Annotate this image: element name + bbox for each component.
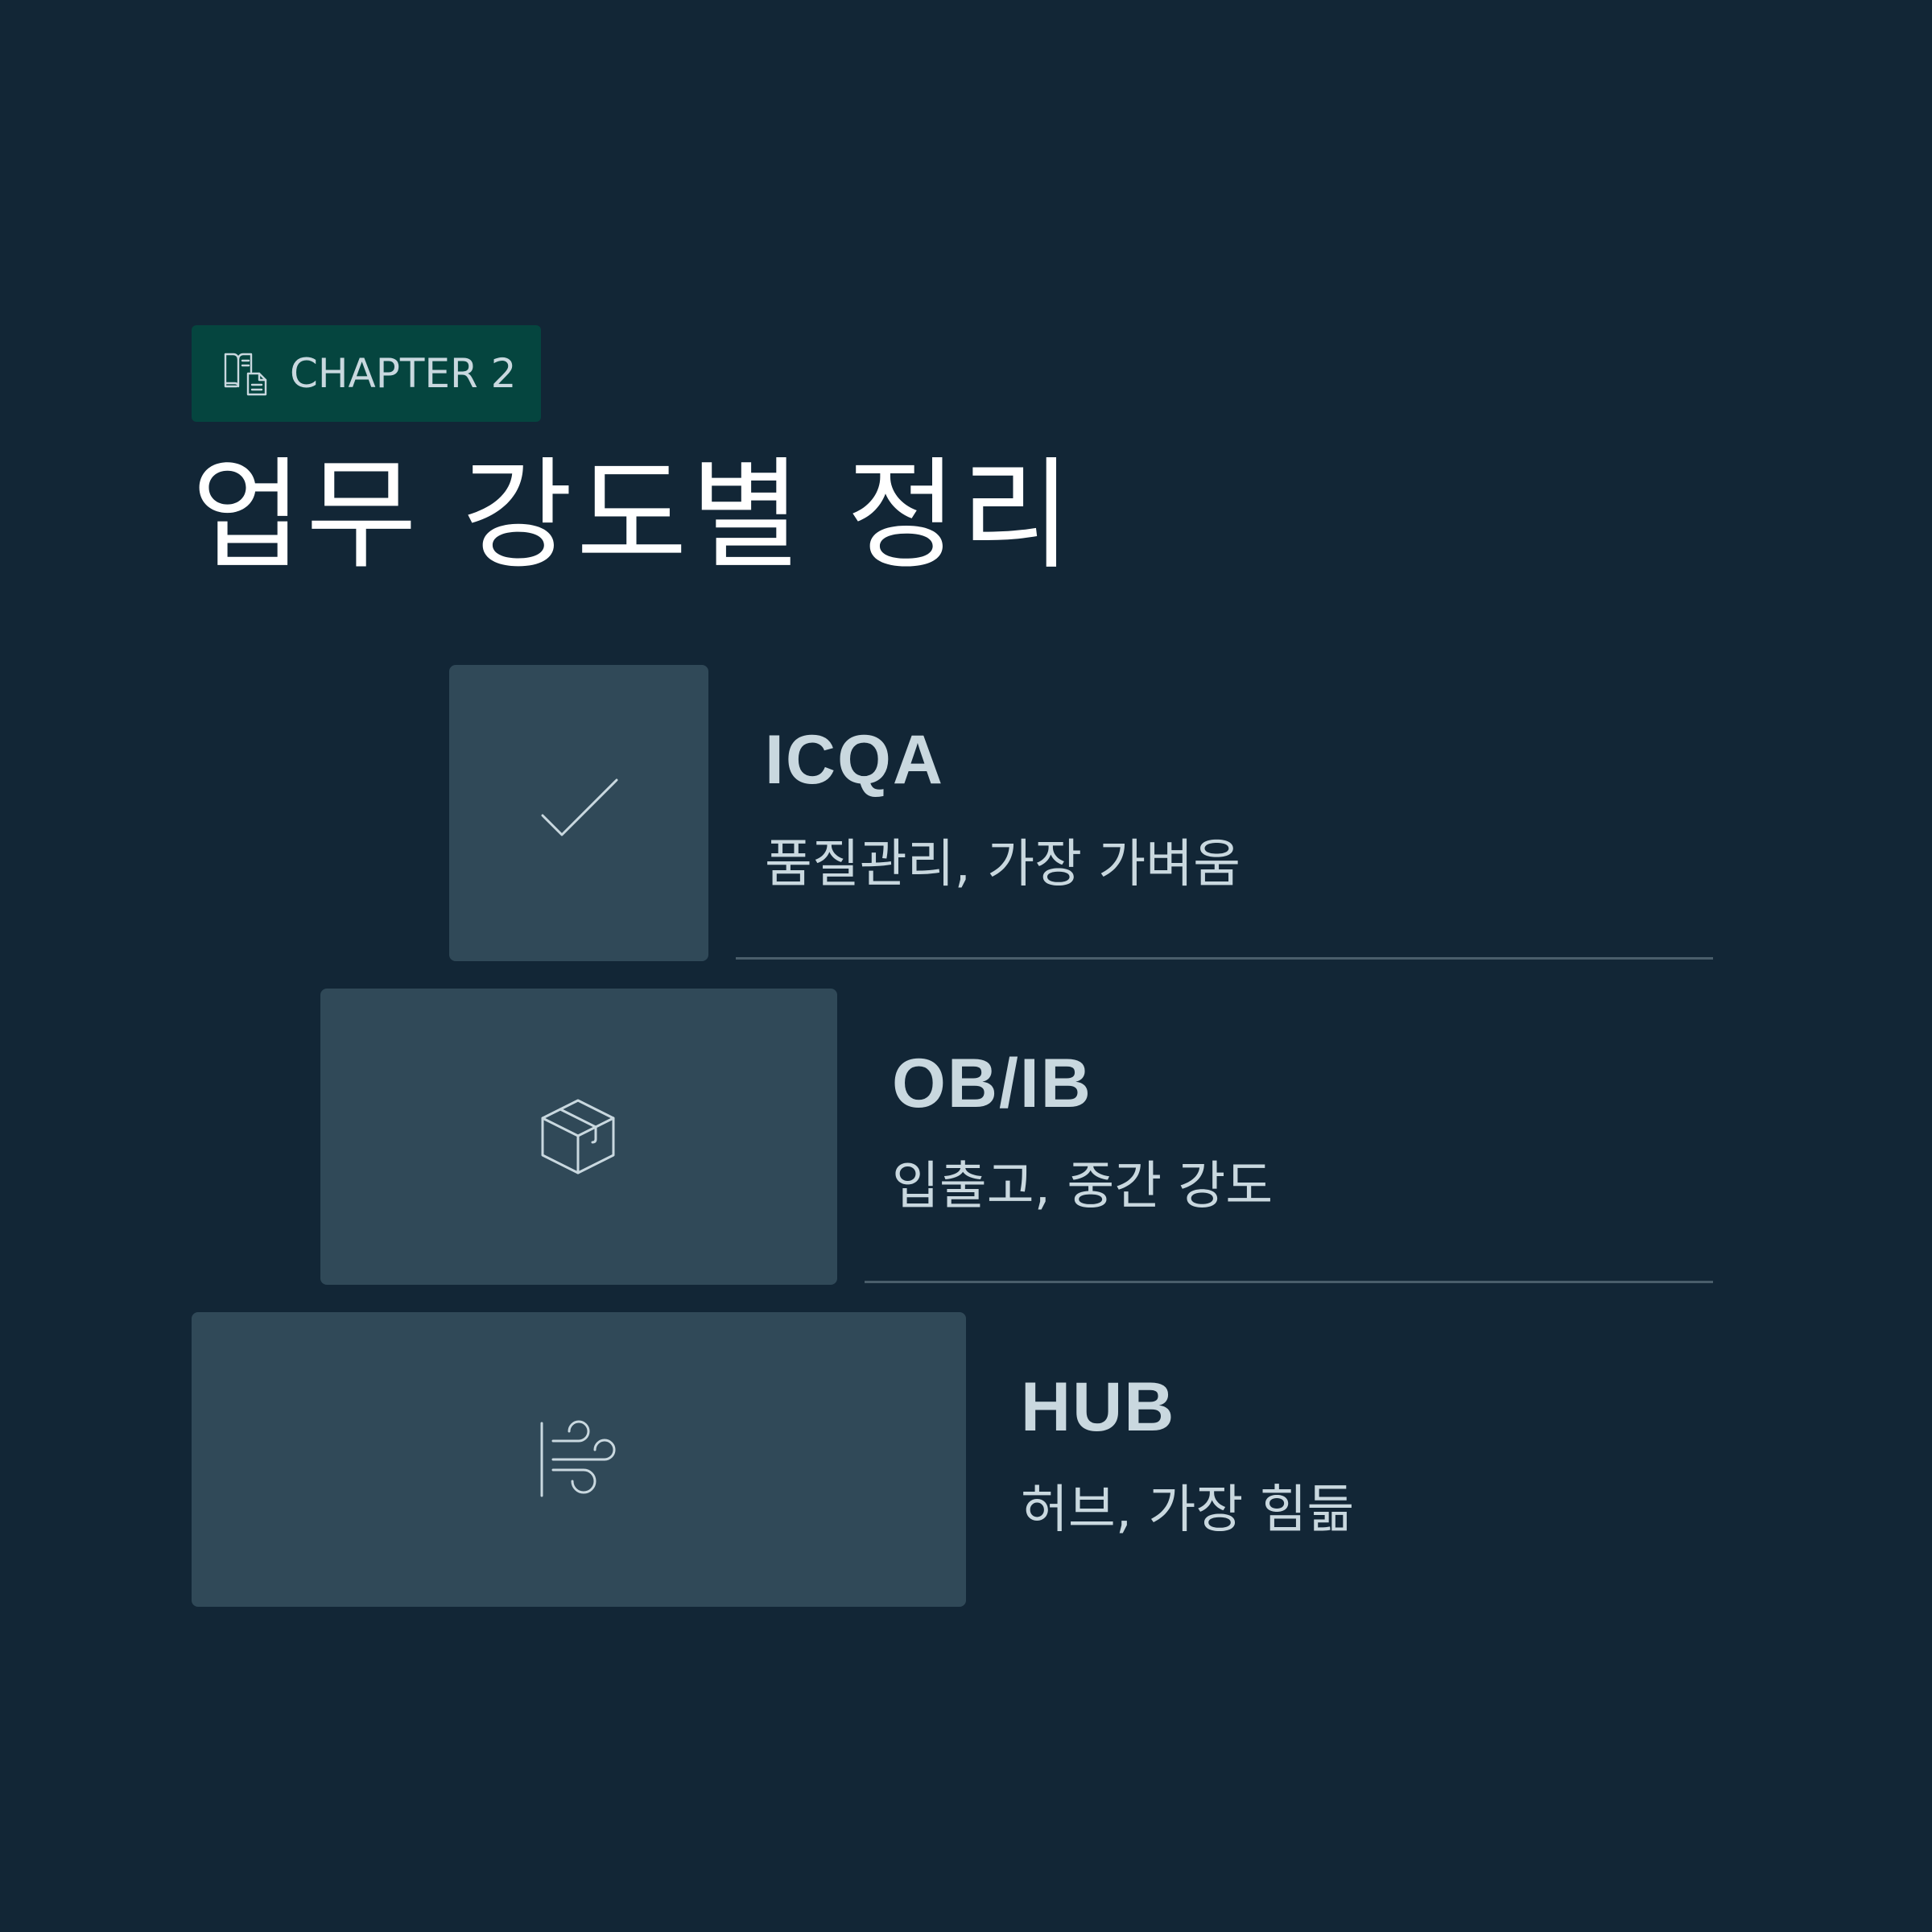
- wind-icon: [540, 1420, 616, 1497]
- level-description-icqa: 품질관리, 가장 가벼움: [765, 835, 1241, 894]
- book-document-icon: [224, 353, 267, 396]
- level-title-hub: HUB: [1021, 1368, 1176, 1446]
- level-description-obib: 입출고, 중간 강도: [892, 1157, 1274, 1216]
- level-title-obib: OB/IB: [892, 1045, 1092, 1122]
- divider: [865, 1281, 1713, 1283]
- checkmark-icon: [541, 778, 618, 836]
- level-block-icqa: [449, 665, 708, 961]
- chapter-label: CHAPTER 2: [290, 350, 517, 397]
- divider: [736, 957, 1713, 960]
- page-title: 업무 강도별 정리: [192, 446, 1075, 586]
- chapter-badge: CHAPTER 2: [192, 325, 541, 422]
- level-description-hub: 허브, 가장 힘듦: [1021, 1480, 1355, 1540]
- level-block-hub: [192, 1312, 966, 1607]
- level-block-obib: [320, 989, 837, 1285]
- package-box-icon: [541, 1099, 615, 1174]
- level-title-icqa: ICQA: [765, 721, 944, 799]
